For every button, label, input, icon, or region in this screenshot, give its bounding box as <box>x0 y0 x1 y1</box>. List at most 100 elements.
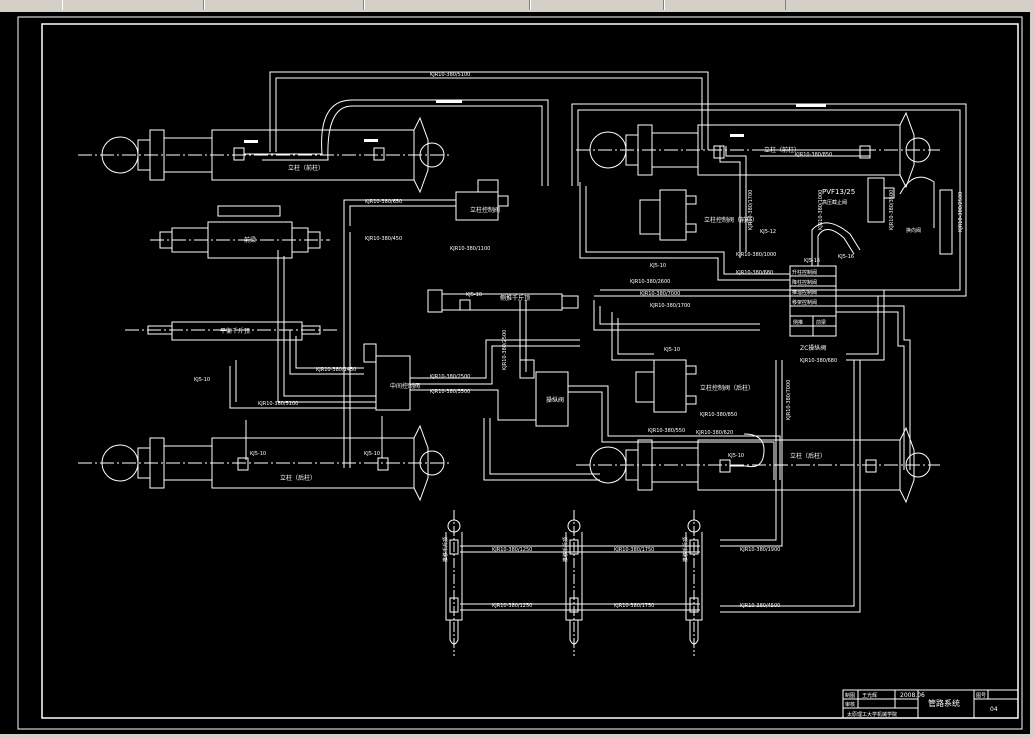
rear-control-valve <box>635 359 697 413</box>
hose-label: KJR10-380/5100 <box>430 72 470 78</box>
hose-label: KJR10-380/1750 <box>614 547 654 553</box>
hose-label: KJR10-380/1250 <box>492 547 532 553</box>
tag-bars <box>244 100 826 143</box>
sheet-label: 图号 <box>976 693 986 699</box>
vertical-scrollbar[interactable] <box>1030 12 1034 734</box>
outer-frame <box>17 16 1023 730</box>
coupler-label: KJ5-10 <box>250 451 266 457</box>
coupler-labels: KJ5-10 KJ5-10 KJ5-10 KJ5-10 KJ5-10 KJ5-1… <box>194 229 854 459</box>
valve-row-label: 移架控制阀 <box>792 299 817 306</box>
hose-label: KJR10-380/850 <box>700 412 737 418</box>
front-left-strut <box>78 116 450 194</box>
rear-left-strut <box>78 424 450 502</box>
hose-label: KJR10-380/620 <box>696 430 733 436</box>
status-strip <box>0 734 1034 738</box>
toolbar-cell[interactable] <box>364 0 530 10</box>
hose-label: KJR10-380/550 <box>648 428 685 434</box>
front-left-strut-label: 立柱（前柱） <box>288 164 324 172</box>
upper-centre-jack-label: 侧推千斤顶 <box>500 294 530 302</box>
pilot-valve <box>519 359 569 427</box>
push-jack-2 <box>565 510 583 656</box>
title-label-check: 审核 <box>845 701 855 708</box>
hose-label: KJR10-380/650 <box>365 199 402 205</box>
drawing-title: 管路系统 <box>928 698 960 708</box>
hydraulic-piping-diagram: 立柱（前柱） 立柱（前柱） 立柱（后柱） <box>17 16 1023 730</box>
upper-centre-jack <box>427 289 579 313</box>
push-jack-1-label: 推移千斤顶 <box>442 537 449 562</box>
rear-control-valve-label: 立柱控制阀（后柱） <box>700 384 754 392</box>
hose-label: KJR10-380/3500 <box>889 190 895 230</box>
front-control-valve-label: 立柱控制阀（前柱） <box>704 216 758 224</box>
rear-right-strut-label: 立柱（后柱） <box>790 452 826 460</box>
front-right-strut <box>576 111 940 189</box>
title-designer: 王光辉 <box>862 692 877 699</box>
hose-label: KJR10-380/680 <box>800 358 837 364</box>
cad-drawing-canvas[interactable]: 立柱（前柱） 立柱（前柱） 立柱（后柱） <box>0 12 1030 734</box>
school-name: 太原理工大学机械学院 <box>847 711 897 718</box>
title-block <box>842 689 1019 719</box>
coupler-label: KJ5-10 <box>466 292 482 298</box>
toolbar-cell[interactable] <box>530 0 664 10</box>
push-jack-3 <box>685 510 703 656</box>
title-block-text: 制图 审核 王光辉 2008.06 管路系统 图号 04 太原理工大学机械学院 <box>845 692 998 718</box>
hose-label: KJR10-380/2500 <box>958 192 964 232</box>
hose-label: KJR10-380/2600 <box>630 279 670 285</box>
hose-label: KJR10-380/1700 <box>748 190 754 230</box>
balance-jack <box>150 205 330 259</box>
toolbar-cell[interactable] <box>664 0 786 10</box>
push-jack-1 <box>445 510 463 656</box>
valve-row-label: 降柱控制阀 <box>792 279 817 286</box>
balance-jack-label: 前梁 <box>244 236 256 244</box>
hose-label: KJR10-380/2500 <box>502 330 508 370</box>
push-jack-2-label: 推移千斤顶 <box>562 537 569 562</box>
coupler-label: KJ5-12 <box>760 229 776 235</box>
coupler-label: KJ5-16 <box>838 254 854 260</box>
valve-row-label: 推溜控制阀 <box>792 289 817 296</box>
title-date: 2008.06 <box>900 692 925 699</box>
hose-label: KJR10-380/5100 <box>258 401 298 407</box>
coupler-label: KJ5-16 <box>804 258 820 264</box>
hose-label: KJR10-380/4500 <box>740 603 780 609</box>
valve-row-label: 侧推 <box>793 319 803 326</box>
hose-label: KJR10-380/1750 <box>614 603 654 609</box>
coupler-label: KJ5-10 <box>194 377 210 383</box>
push-jack-3-label: 推移千斤顶 <box>682 537 689 562</box>
toolbar-cell[interactable] <box>204 0 364 10</box>
valve-row-label: 前梁 <box>816 319 826 326</box>
side-jack-label: 平衡千斤顶 <box>220 327 250 335</box>
hose-label: KJR10-380/1450 <box>316 367 356 373</box>
hose-label: KJR10-380/7000 <box>640 291 680 297</box>
hose-label: KJR10-380/1250 <box>492 603 532 609</box>
hose-label: KJR10-380/7000 <box>786 380 792 420</box>
rear-left-strut-label: 立柱（后柱） <box>280 474 316 482</box>
filter-unit <box>867 176 953 255</box>
pipework <box>229 71 967 613</box>
zc-valve-group-label: ZC操纵阀 <box>800 344 826 352</box>
valve-block-left-label: 中间控制阀 <box>390 382 420 390</box>
hose-label: KJR10-380/1000 <box>818 190 824 230</box>
valve-block-left <box>363 343 411 411</box>
coupler-label: KJ5-10 <box>364 451 380 457</box>
front-control-valve <box>639 189 697 241</box>
filter-label: PVF13/25 <box>822 188 855 196</box>
pilot-valve-label: 操纵阀 <box>546 396 564 404</box>
hose-label: KJR10-380/1900 <box>740 547 780 553</box>
hose-label: KJR10-380/1700 <box>650 303 690 309</box>
hose-labels: KJR10-380/5100 KJR10-380/650 KJR10-380/4… <box>258 72 964 609</box>
hose-label: KJR10-380/850 <box>795 152 832 158</box>
side-jack <box>125 321 340 341</box>
left-control-valve-label: 立柱控制阀 <box>470 206 500 214</box>
coupler-label: KJ5-10 <box>650 263 666 269</box>
title-label-draw: 制图 <box>845 692 855 699</box>
valve-row-label: 升柱控制阀 <box>792 269 817 276</box>
filter-sub-label: 高压截止阀 <box>822 199 847 206</box>
hose-label: KJR10-380/1100 <box>450 246 490 252</box>
sheet-number: 04 <box>990 706 998 713</box>
hose-label: KJR10-380/3500 <box>430 389 470 395</box>
hose-label: KJR10-380/450 <box>365 236 402 242</box>
toolbar-cell[interactable] <box>62 0 204 10</box>
inner-frame <box>41 23 1019 719</box>
hose-label: KJR10-380/1000 <box>736 252 776 258</box>
small-valve-label: 换向阀 <box>906 227 921 234</box>
left-control-valve <box>455 179 509 221</box>
